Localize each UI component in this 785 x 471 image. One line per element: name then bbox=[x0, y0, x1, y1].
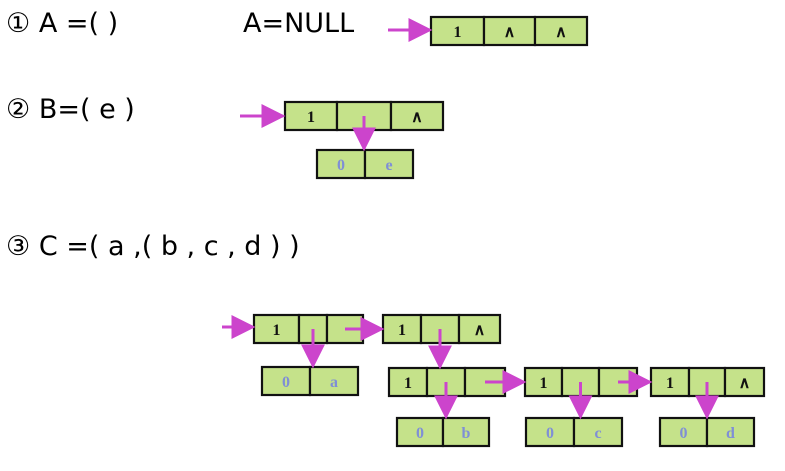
null-pointer-symbol: ∧ bbox=[504, 24, 516, 41]
tag-value: 1 bbox=[273, 322, 281, 339]
atom-value: d bbox=[726, 425, 735, 442]
example-2-index: ② bbox=[6, 94, 31, 125]
null-pointer-symbol: ∧ bbox=[474, 322, 486, 339]
node-cell bbox=[389, 100, 445, 132]
example-3-label: ③ C =( a ,( b , c , d ) ) bbox=[6, 233, 300, 260]
example-2-formula: B=( e ) bbox=[38, 94, 135, 125]
tag-value: 0 bbox=[546, 425, 554, 442]
tag-value: 1 bbox=[398, 322, 406, 339]
example-1-index: ① bbox=[6, 8, 31, 39]
atom-value: a bbox=[330, 374, 338, 391]
tag-value: 1 bbox=[454, 24, 462, 41]
node-cell bbox=[705, 416, 756, 448]
null-pointer-symbol: ∧ bbox=[411, 109, 423, 126]
tag-value: 1 bbox=[540, 375, 548, 392]
tag-value: 0 bbox=[282, 374, 290, 391]
example-2-label: ② B=( e ) bbox=[6, 96, 135, 123]
node-cell bbox=[441, 416, 491, 448]
node-cell bbox=[533, 15, 589, 47]
node-cell bbox=[260, 365, 312, 397]
example-1-formula: A =( ) bbox=[38, 8, 119, 39]
atom-value: b bbox=[462, 425, 471, 442]
example-1-null-label: A=NULL bbox=[243, 8, 355, 39]
null-pointer-symbol: ∧ bbox=[555, 24, 567, 41]
node-cell bbox=[457, 313, 502, 345]
example-3-formula: C =( a ,( b , c , d ) ) bbox=[38, 231, 300, 262]
null-pointer-symbol: ∧ bbox=[739, 375, 751, 392]
node-cell bbox=[308, 365, 360, 397]
tag-value: 0 bbox=[337, 157, 345, 174]
example-1-label: ① A =( ) bbox=[6, 10, 118, 37]
node-cell bbox=[252, 313, 301, 345]
atom-value: e bbox=[385, 157, 392, 174]
tag-value: 0 bbox=[416, 425, 424, 442]
node-cell bbox=[723, 366, 766, 398]
node-cell bbox=[387, 366, 429, 398]
node-cell bbox=[572, 416, 624, 448]
tag-value: 0 bbox=[680, 425, 688, 442]
tag-value: 1 bbox=[404, 375, 412, 392]
tag-value: 1 bbox=[666, 375, 674, 392]
node-cell bbox=[363, 148, 415, 180]
atom-value: c bbox=[594, 425, 601, 442]
node-cell bbox=[524, 416, 576, 448]
node-cell bbox=[658, 416, 709, 448]
example-3-index: ③ bbox=[6, 231, 31, 262]
tag-value: 1 bbox=[307, 109, 315, 126]
